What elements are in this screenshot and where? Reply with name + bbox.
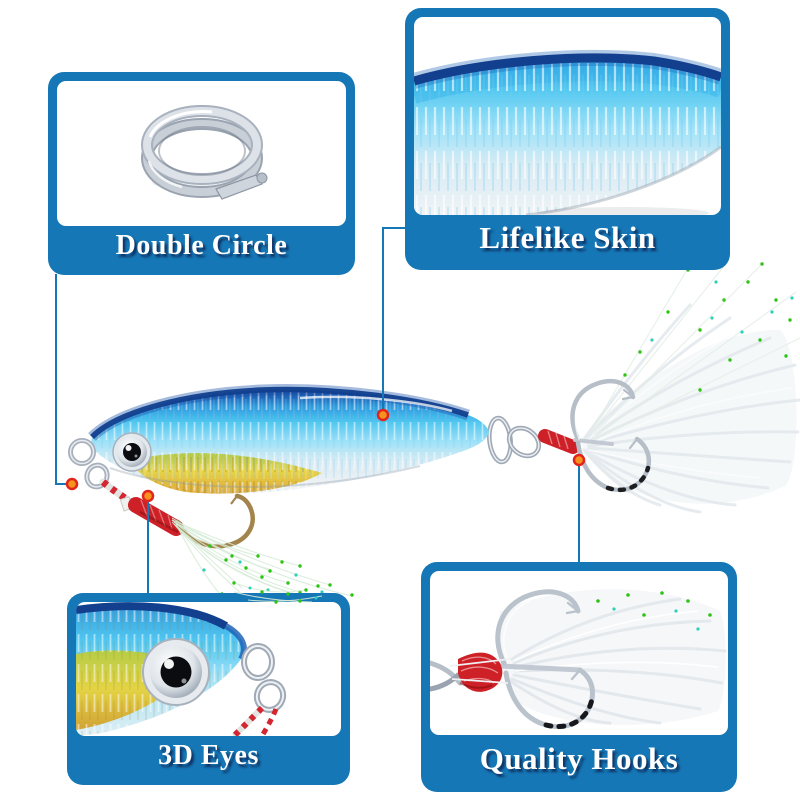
treble-hook: [570, 379, 652, 493]
lure-body: [88, 384, 490, 494]
callout-label-3d-eyes: 3D Eyes: [158, 740, 259, 771]
rear-thread-wrap: [538, 429, 580, 454]
callout-label-double-circle: Double Circle: [115, 230, 288, 261]
connector-lines: [55, 227, 580, 594]
callout-label-quality-hooks: Quality Hooks: [479, 741, 679, 776]
callout-panel-3d-eyes: 3D Eyes: [67, 593, 350, 785]
callout-label-lifelike-skin: Lifelike Skin: [479, 220, 656, 255]
treble-hook-closeup-graphic: [430, 589, 727, 729]
head-closeup-graphic: [76, 602, 287, 736]
quality-hooks-image: [430, 571, 728, 735]
callout-panel-lifelike-skin: Lifelike Skin: [405, 8, 730, 270]
split-ring-graphic: [141, 105, 268, 200]
skin-closeup-graphic: [414, 49, 721, 215]
front-tinsel: [171, 517, 354, 605]
hook-feathers: [581, 261, 800, 514]
callout-markers: [65, 408, 586, 503]
front-split-rings: [68, 438, 110, 490]
callout-panel-double-circle: Double Circle: [48, 72, 355, 275]
rear-tinsel-glitter: [623, 262, 794, 392]
rear-split-rings: [487, 415, 542, 465]
3d-eyes-image: [76, 602, 341, 736]
lifelike-skin-image: [414, 17, 721, 215]
double-circle-image: [57, 81, 346, 226]
lure-eye: [112, 432, 152, 472]
callout-panel-quality-hooks: Quality Hooks: [421, 562, 737, 792]
assist-hook: [99, 478, 255, 549]
